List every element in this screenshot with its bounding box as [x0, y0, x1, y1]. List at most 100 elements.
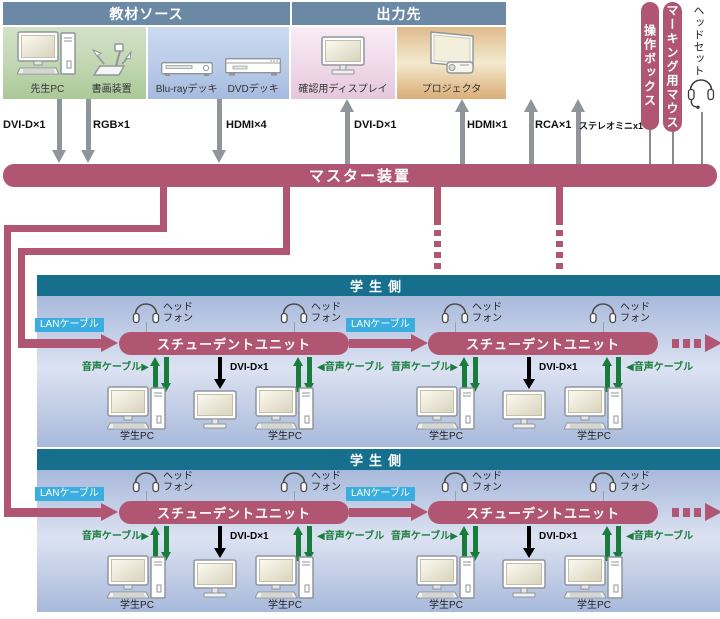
audio-up-arrow-shaft: [296, 534, 301, 561]
projector-item: プロジェクタ: [421, 31, 482, 95]
student-pc-label: 学生PC: [429, 431, 463, 442]
dvi-arrow-shaft: [218, 357, 222, 381]
cable-label-stereo-mini: ステレオミニx1: [579, 121, 644, 131]
lan-arrow-icon: [411, 503, 428, 521]
student-pc-icon: [563, 386, 624, 437]
student-unit-pill: スチューデントユニット: [428, 501, 658, 524]
deck-sources-panel: Blu-rayデッキ DVDデッキ: [148, 27, 289, 99]
headset-label: ヘッドセット: [692, 5, 704, 77]
headphone-label-line1: ヘッド: [311, 471, 341, 482]
dvd-label: DVDデッキ: [227, 84, 279, 95]
lan-continuation-dash: [672, 339, 679, 348]
audio-cable-label-left: 音声ケーブル▶: [81, 531, 149, 542]
audio-up-arrow-shaft: [605, 534, 610, 561]
row1-entry-arrow-icon: [101, 334, 118, 352]
audio-cable-label-right: ◀音声ケーブル: [626, 362, 694, 373]
hdmi-input-arrow-icon: [212, 150, 226, 163]
dvi-cable-label: DVI-D×1: [539, 531, 578, 542]
rca-output-arrow-icon: [524, 99, 538, 112]
lan-continuation-dash: [694, 339, 701, 348]
audio-up-arrow-shaft: [605, 365, 610, 392]
lan-arrow-shaft: [349, 339, 411, 348]
teacher-pc-label: 先生PC: [30, 84, 65, 95]
stereo-mini-arrow-shaft: [576, 111, 581, 164]
audio-up-arrow-icon: [293, 357, 303, 366]
lan-cable-label: LANケーブル: [35, 487, 104, 501]
audio-up-arrow-icon: [150, 526, 160, 535]
cable-label-dvi-input: DVI-D×1: [3, 119, 46, 131]
student-display-icon: [502, 559, 546, 605]
student-section-2: 学生側 ヘッドフォン ヘッドフォン スチューデントユニット 音声ケーブル▶ ◀音…: [35, 449, 720, 612]
audio-cable-label-right: ◀音声ケーブル: [317, 362, 385, 373]
bluray-player-icon: [160, 60, 213, 82]
dvd-player-icon: [225, 58, 282, 82]
master-dashed-drop-dash: [556, 252, 563, 258]
headphone-label: ヘッドフォン: [620, 471, 650, 493]
audio-down-arrow-shaft: [616, 357, 621, 384]
lan-continuation-arrow-icon: [705, 334, 720, 352]
headphone-stem-line: [603, 322, 604, 332]
dvi-input-arrow-shaft: [57, 99, 62, 152]
audio-up-arrow-shaft: [153, 365, 158, 392]
dvi-cable-label: DVI-D×1: [230, 362, 269, 373]
row1-entry-arrow-shaft: [18, 339, 101, 348]
audio-down-arrow-icon: [470, 552, 480, 561]
dvi-arrow-shaft: [527, 526, 531, 550]
master-dashed-drop-dash: [434, 230, 441, 236]
master-branch-b-horizontal: [18, 248, 290, 255]
hdmi-output-arrow-icon: [455, 99, 469, 112]
headphone-stem-line: [294, 322, 295, 332]
dvi-arrow-icon: [214, 548, 226, 558]
audio-down-arrow-shaft: [164, 357, 169, 384]
headphone-label-line2: フォン: [472, 482, 502, 493]
student-pc-label: 学生PC: [577, 600, 611, 611]
audio-up-arrow-icon: [602, 526, 612, 535]
projector-icon: [422, 31, 480, 82]
student-display-icon: [193, 390, 237, 436]
student-pc-label: 学生PC: [577, 431, 611, 442]
audio-down-arrow-shaft: [307, 526, 312, 553]
student-pc-icon: [254, 555, 315, 606]
document-camera-icon: [91, 41, 132, 82]
headphone-stem-line: [455, 491, 456, 501]
lan-cable-label: LANケーブル: [346, 318, 415, 332]
hdmi-input-arrow-shaft: [217, 99, 222, 152]
audio-up-arrow-shaft: [462, 365, 467, 392]
teacher-pc-item: 先生PC: [16, 31, 77, 95]
audio-down-arrow-shaft: [616, 526, 621, 553]
student-pc-icon: [415, 555, 476, 606]
lan-continuation-dash: [683, 508, 690, 517]
dvi-cable-label: DVI-D×1: [539, 362, 578, 373]
monitor-icon: [321, 36, 365, 82]
student-pc-icon: [254, 386, 315, 437]
projector-panel: プロジェクタ: [397, 27, 506, 99]
marking-mouse-pill: マーキング用マウス: [663, 2, 682, 132]
headphone-label-line1: ヘッド: [472, 302, 502, 313]
document-camera-label: 書画装置: [91, 84, 132, 95]
headphone-stem-line: [146, 322, 147, 332]
student-pc-icon: [563, 555, 624, 606]
headphone-stem-line: [146, 491, 147, 501]
headphone-stem-line: [455, 322, 456, 332]
projector-label: プロジェクタ: [421, 84, 482, 95]
headphone-label-line2: フォン: [620, 313, 650, 324]
lan-cable-label: LANケーブル: [346, 487, 415, 501]
master-dashed-drop-solid: [556, 186, 563, 225]
lan-arrow-shaft: [349, 508, 411, 517]
cable-label-dvi-output: DVI-D×1: [354, 119, 397, 131]
master-dashed-drop-dash: [556, 230, 563, 236]
sources-header: 教材ソース: [3, 2, 290, 25]
stereo-mini-arrow-icon: [571, 99, 585, 112]
cable-label-hdmi4: HDMI×4: [226, 119, 267, 131]
student-pc-label: 学生PC: [120, 600, 154, 611]
audio-up-arrow-shaft: [153, 534, 158, 561]
headphone-label: ヘッドフォン: [163, 471, 193, 493]
dvi-input-arrow-icon: [52, 150, 66, 163]
student-unit-pill: スチューデントユニット: [119, 501, 349, 524]
headphone-label: ヘッドフォン: [311, 302, 341, 324]
student-pc-icon: [106, 555, 167, 606]
bluray-label: Blu-rayデッキ: [155, 84, 218, 95]
headphone-label-line2: フォン: [620, 482, 650, 493]
audio-up-arrow-icon: [459, 526, 469, 535]
master-dashed-drop-dash: [556, 263, 563, 269]
